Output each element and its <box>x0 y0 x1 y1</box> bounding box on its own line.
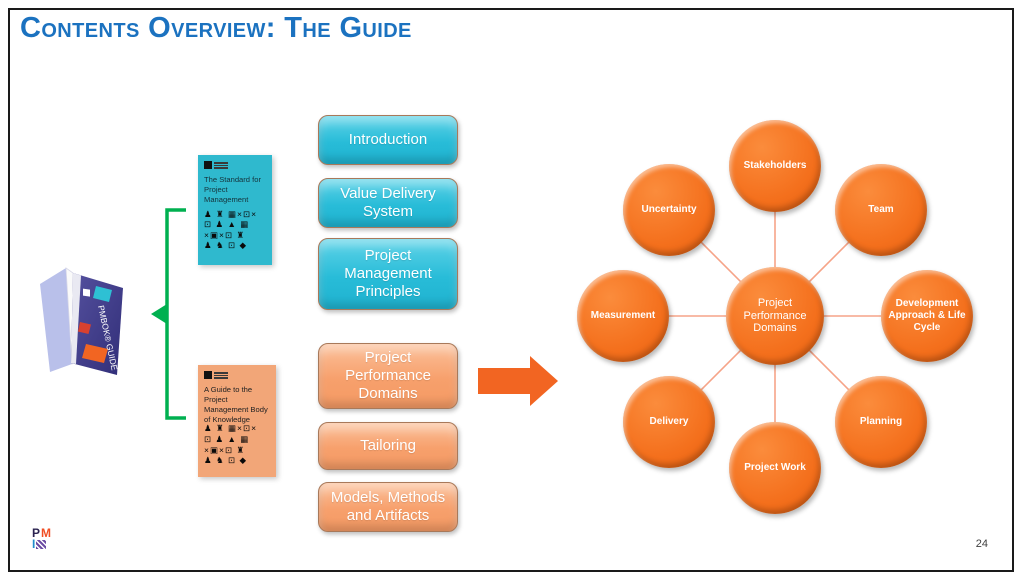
guide-cover-pictograms: ♟ ♜ ▦×⊡×⊡ ♟ ▲ ▦×▣×⊡ ♜♟ ♞ ⊡ ◆ <box>204 423 258 466</box>
chapter-button-value-delivery-system: Value Delivery System <box>318 178 458 228</box>
diagram-node-planning: Planning <box>835 376 927 468</box>
diagram-node-delivery: Delivery <box>623 376 715 468</box>
chapter-button-project-performance-domains: Project Performance Domains <box>318 343 458 409</box>
right-arrow-icon <box>478 356 560 406</box>
pmi-mini-logo-icon <box>204 371 270 380</box>
standard-cover-title: The Standard for Project Management <box>204 175 261 204</box>
guide-book-cover: A Guide to the Project Management Body o… <box>198 365 276 477</box>
diagram-node-team: Team <box>835 164 927 256</box>
green-bracket <box>165 208 186 420</box>
chapter-button-introduction: Introduction <box>318 115 458 165</box>
guide-cover-title: A Guide to the Project Management Body o… <box>204 385 268 424</box>
diagram-node-measurement: Measurement <box>577 270 669 362</box>
standard-book-cover: The Standard for Project Management ♟ ♜ … <box>198 155 272 265</box>
diagram-node-stakeholders: Stakeholders <box>729 120 821 212</box>
pmi-logo-stripes-icon <box>36 540 47 549</box>
diagram-node-development-approach: Development Approach & Life Cycle <box>881 270 973 362</box>
page-number: 24 <box>975 538 988 550</box>
connector-lines-layer <box>151 166 927 468</box>
slide-frame: Contents Overview: The Guide <box>8 8 1014 572</box>
diagram-center-node: Project Performance Domains <box>726 267 824 365</box>
page-title: Contents Overview: The Guide <box>20 12 412 44</box>
diagram-node-uncertainty: Uncertainty <box>623 164 715 256</box>
pmbok-guide-3d-book: PMBOK® GUIDE <box>40 267 123 375</box>
standard-cover-pictograms: ♟ ♜ ▦×⊡×⊡ ♟ ▲ ▦×▣×⊡ ♜♟ ♞ ⊡ ◆ <box>204 208 258 251</box>
chapter-button-project-management-principles: Project Management Principles <box>318 238 458 310</box>
green-bracket-arrowhead <box>151 304 167 324</box>
diagram-node-project-work: Project Work <box>729 422 821 514</box>
chapter-button-tailoring: Tailoring <box>318 422 458 470</box>
chapter-button-models-methods-artifacts: Models, Methods and Artifacts <box>318 482 458 532</box>
pmi-mini-logo-icon <box>204 161 266 170</box>
